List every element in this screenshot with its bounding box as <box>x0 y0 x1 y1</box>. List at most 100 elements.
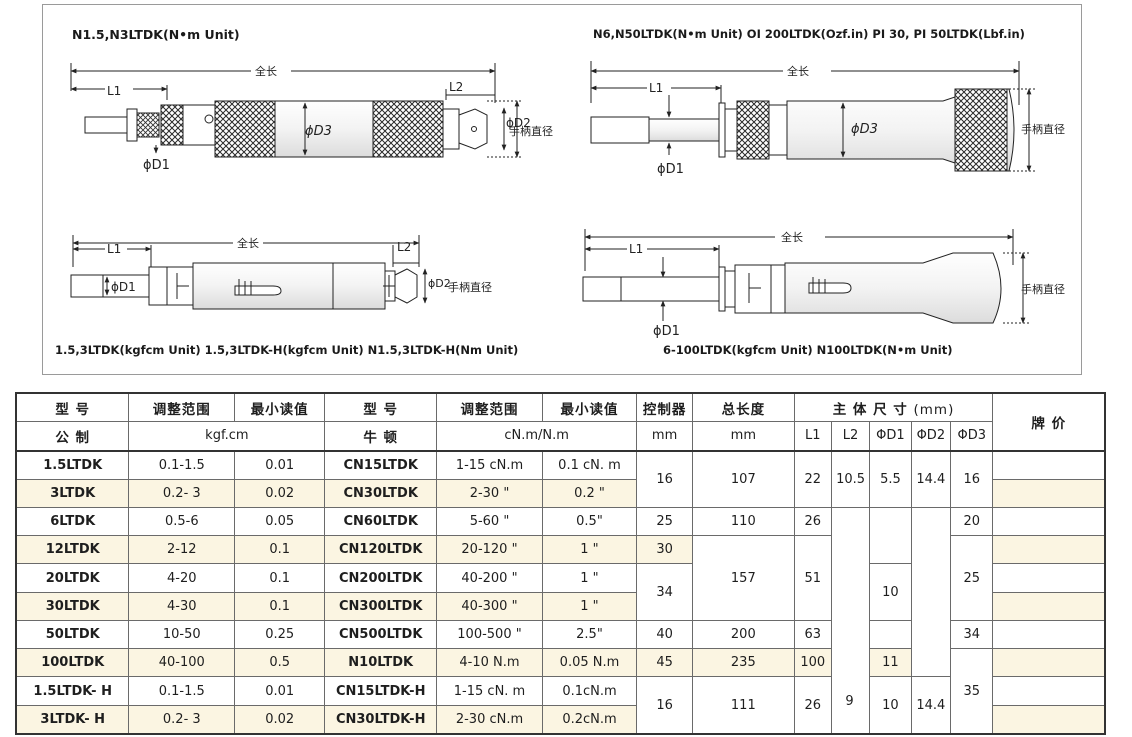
cell-min-read-2: 0.05 N.m <box>541 648 638 678</box>
cell-controller: 34 <box>636 563 694 621</box>
cell-min-read: 0.01 <box>234 676 326 706</box>
d4-grip-label: 手柄直径 <box>1021 282 1065 296</box>
diagram-3-drawing <box>70 235 428 310</box>
header-model: 型 号 <box>15 392 130 423</box>
cell-l1: 51 <box>793 535 832 621</box>
diagram-3-title: 1.5,3LTDK(kgfcm Unit) 1.5,3LTDK-H(kgfcm … <box>55 343 519 357</box>
cell-d1: 10 <box>869 563 912 621</box>
table-row: 30LTDK 4-30 0.1 CN300LTDK 40-300 " 1 " <box>15 591 1106 621</box>
cell-model: 30LTDK <box>15 591 130 621</box>
cell-model-2: CN120LTDK <box>324 535 438 565</box>
cell-d3: 16 <box>950 449 994 508</box>
header-d3: ΦD3 <box>950 421 994 451</box>
d1-overall-label: 全长 <box>255 64 277 78</box>
header-body-label: 主 体 尺 寸 <box>832 401 908 418</box>
cell-range-2: 100-500 " <box>436 619 543 650</box>
cell-range-2: 1-15 cN.m <box>436 449 543 480</box>
cell-min-read: 0.01 <box>234 449 326 480</box>
d3-overall-label: 全长 <box>237 236 259 250</box>
cell-l1: 26 <box>793 676 832 735</box>
diagram-2-drawing <box>590 61 1037 172</box>
cell-range: 10-50 <box>128 619 236 650</box>
cell-range: 0.1-1.5 <box>128 449 236 480</box>
cell-range-2: 40-300 " <box>436 591 543 621</box>
cell-controller: 16 <box>636 676 694 735</box>
header-body-unit: (mm) <box>913 401 955 418</box>
cell-model: 3LTDK- H <box>15 704 130 735</box>
table-row: 1.5LTDK 0.1-1.5 0.01 CN15LTDK 1-15 cN.m … <box>15 449 1106 508</box>
cell-d3: 20 <box>950 506 994 537</box>
table-row: 3LTDK 0.2- 3 0.02 CN30LTDK 2-30 " 0.2 " <box>15 478 1106 508</box>
cell-d2: 14.4 <box>910 676 952 735</box>
d2-d3-label: ϕD3 <box>851 122 878 137</box>
cell-price <box>992 676 1106 706</box>
table-row: 1.5LTDK- H 0.1-1.5 0.01 CN15LTDK-H 1-15 … <box>15 676 1106 735</box>
header-body: 主 体 尺 寸 (mm) <box>793 392 994 423</box>
cell-model: 1.5LTDK <box>15 449 130 480</box>
d1-l2-label: L2 <box>449 80 463 94</box>
cell-min-read: 0.02 <box>234 478 326 508</box>
cell-d3: 34 <box>950 619 994 650</box>
cell-range: 40-100 <box>128 648 236 678</box>
diagram-4-drawing <box>582 229 1031 324</box>
table-row: 100LTDK 40-100 0.5 N10LTDK 4-10 N.m 0.05… <box>15 648 1106 735</box>
cell-range: 4-30 <box>128 591 236 621</box>
header-min-read-2: 最小读值 <box>541 392 638 423</box>
cell-min-read: 0.05 <box>234 506 326 537</box>
diagram-2-title: N6,N50LTDK(N•m Unit) OI 200LTDK(Ozf.in) … <box>593 27 1025 41</box>
cell-model-2: CN500LTDK <box>324 619 438 650</box>
cell-l1: 22 <box>793 449 832 508</box>
cell-range-2: 1-15 cN. m <box>436 676 543 706</box>
cell-price <box>992 535 1106 565</box>
cell-d1-empty <box>869 506 912 565</box>
diagram-1-title: N1.5,N3LTDK(N•m Unit) <box>72 27 240 42</box>
cell-length: 111 <box>692 676 795 735</box>
cell-model: 3LTDK <box>15 478 130 508</box>
cell-min-read-2: 2.5" <box>541 619 638 650</box>
header-newton: 牛 顿 <box>324 421 438 451</box>
d4-d1-label: ϕD1 <box>653 324 680 339</box>
cell-range: 0.1-1.5 <box>128 676 236 706</box>
cell-length: 157 <box>692 535 795 621</box>
cell-model-2: N10LTDK <box>324 648 438 678</box>
spec-table: 型 号 调整范围 最小读值 型 号 调整范围 最小读值 控制器 总长度 主 体 … <box>15 392 1106 735</box>
d1-d1-label: ϕD1 <box>143 158 170 173</box>
cell-min-read: 0.5 <box>234 648 326 678</box>
d1-grip-label: 手柄直径 <box>509 124 553 138</box>
cell-l1: 26 <box>793 506 832 537</box>
diagram-drawings: 全长 L1 L2 ϕD1 ϕD3 ϕD2 手柄直径 全长 L1 ϕD1 ϕD3 … <box>70 61 1065 339</box>
cell-controller: 25 <box>636 506 694 537</box>
d3-d1-label: ϕD1 <box>111 280 136 294</box>
cell-model-2: CN200LTDK <box>324 563 438 593</box>
d4-overall-label: 全长 <box>781 230 803 244</box>
diagram-1-drawing <box>70 63 523 158</box>
cell-min-read-2: 0.2cN.m <box>541 704 638 735</box>
cell-model-2: CN300LTDK <box>324 591 438 621</box>
cell-range-2: 2-30 cN.m <box>436 704 543 735</box>
header-l1: L1 <box>793 421 832 451</box>
cell-d1: 11 <box>869 648 912 678</box>
cell-range: 0.5-6 <box>128 506 236 537</box>
cell-model: 100LTDK <box>15 648 130 678</box>
header-kgf: kgf.cm <box>128 421 326 451</box>
d1-d3-label: ϕD3 <box>305 124 332 139</box>
cell-l2-h: 9 <box>845 694 854 709</box>
cell-d1: 5.5 <box>869 449 912 508</box>
cell-min-read: 0.02 <box>234 704 326 735</box>
header-row-2: 公 制 kgf.cm 牛 顿 cN.m/N.m mm mm L1 L2 ΦD1 … <box>15 421 1105 451</box>
diagram-panel: 全长 L1 L2 ϕD1 ϕD3 ϕD2 手柄直径 全长 L1 ϕD1 ϕD3 … <box>42 4 1082 375</box>
cell-controller: 30 <box>636 535 694 565</box>
cell-length: 107 <box>692 449 795 508</box>
cell-model-2: CN30LTDK-H <box>324 704 438 735</box>
header-min-read: 最小读值 <box>234 392 326 423</box>
cell-d3: 25 <box>950 535 994 621</box>
d3-l1-label: L1 <box>107 242 121 256</box>
d3-grip-label: 手柄直径 <box>448 280 492 294</box>
cell-length: 235 <box>692 648 795 678</box>
cell-range-2: 4-10 N.m <box>436 648 543 678</box>
d2-d1-label: ϕD1 <box>657 162 684 177</box>
cell-model: 1.5LTDK- H <box>15 676 130 706</box>
d3-d2-label: ϕD2 <box>428 277 451 290</box>
header-mm-1: mm <box>636 421 694 451</box>
cell-model-2: CN60LTDK <box>324 506 438 537</box>
